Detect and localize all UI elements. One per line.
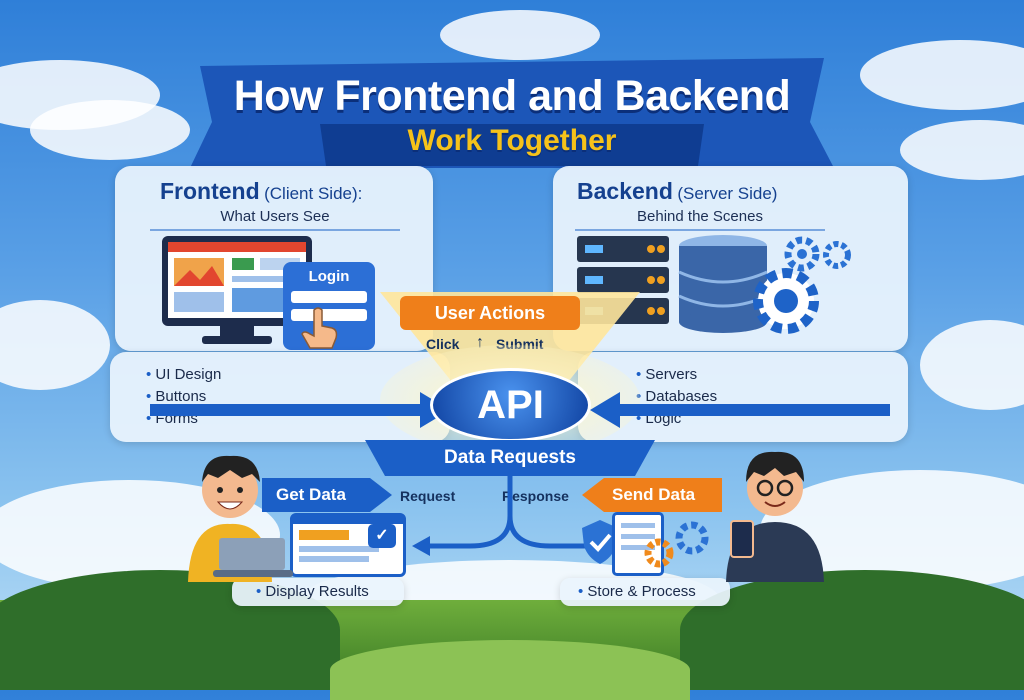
login-field bbox=[291, 309, 367, 321]
frontend-subtitle: What Users See bbox=[220, 208, 330, 225]
frontend-title: Frontend bbox=[160, 178, 260, 204]
click-label: Click bbox=[426, 336, 460, 352]
login-card: Login bbox=[283, 262, 375, 350]
login-field bbox=[291, 291, 367, 303]
split-arrows bbox=[412, 476, 608, 556]
backend-subtitle: Behind the Scenes bbox=[637, 208, 763, 225]
frontend-heading: Frontend (Client Side): bbox=[160, 178, 362, 205]
database-icon bbox=[678, 234, 768, 334]
title-line1: How Frontend and Backend bbox=[233, 72, 791, 120]
monitor-icon bbox=[162, 236, 312, 346]
get-data-label: Get Data bbox=[276, 485, 346, 504]
login-label: Login bbox=[308, 268, 350, 285]
laptop-icon bbox=[213, 538, 293, 578]
gear-icon bbox=[745, 260, 827, 342]
checkmark-icon: ✓ bbox=[368, 524, 396, 548]
gear-icon bbox=[780, 232, 824, 276]
cursor-hand-icon bbox=[300, 306, 340, 350]
data-requests-label: Data Requests bbox=[444, 447, 576, 468]
shield-check-icon bbox=[582, 520, 618, 564]
trees-right bbox=[680, 570, 1024, 690]
send-data-arrow: Send Data bbox=[582, 478, 722, 512]
request-label: Request bbox=[400, 488, 456, 504]
backend-bullet: Databases bbox=[636, 388, 717, 405]
backend-divider bbox=[575, 229, 825, 231]
api-arrows bbox=[150, 392, 890, 428]
title-banner: How Frontend and Backend Work Together bbox=[190, 58, 834, 170]
send-data-label: Send Data bbox=[612, 485, 696, 504]
gear-icon bbox=[642, 536, 676, 570]
api-label: API bbox=[477, 383, 544, 427]
frontend-bullet: UI Design bbox=[146, 366, 221, 383]
meadow bbox=[330, 640, 690, 700]
backend-heading: Backend (Server Side) bbox=[577, 178, 777, 205]
frontend-bullet: Buttons bbox=[146, 388, 206, 405]
backend-bullet: Servers bbox=[636, 366, 697, 383]
frontend-paren: (Client Side): bbox=[264, 184, 363, 203]
backend-paren: (Server Side) bbox=[677, 184, 778, 203]
display-results-label: Display Results bbox=[256, 583, 368, 600]
get-data-arrow: Get Data bbox=[262, 478, 392, 512]
backend-title: Backend bbox=[577, 178, 673, 204]
user-actions-title: User Actions bbox=[434, 303, 546, 323]
gear-icon bbox=[672, 518, 712, 558]
phone-icon bbox=[730, 520, 754, 558]
person-backend bbox=[720, 438, 830, 582]
frontend-divider bbox=[150, 229, 400, 231]
gear-icon bbox=[820, 238, 854, 272]
title-line2: Work Together bbox=[407, 124, 617, 157]
response-label: Response bbox=[502, 488, 569, 504]
up-arrow-icon: ↑ bbox=[476, 334, 484, 351]
store-process-label: Store & Process bbox=[578, 583, 695, 600]
user-actions-banner: User Actions bbox=[400, 296, 580, 330]
data-requests-banner: Data Requests bbox=[365, 440, 655, 476]
api-oval: API bbox=[430, 368, 591, 442]
